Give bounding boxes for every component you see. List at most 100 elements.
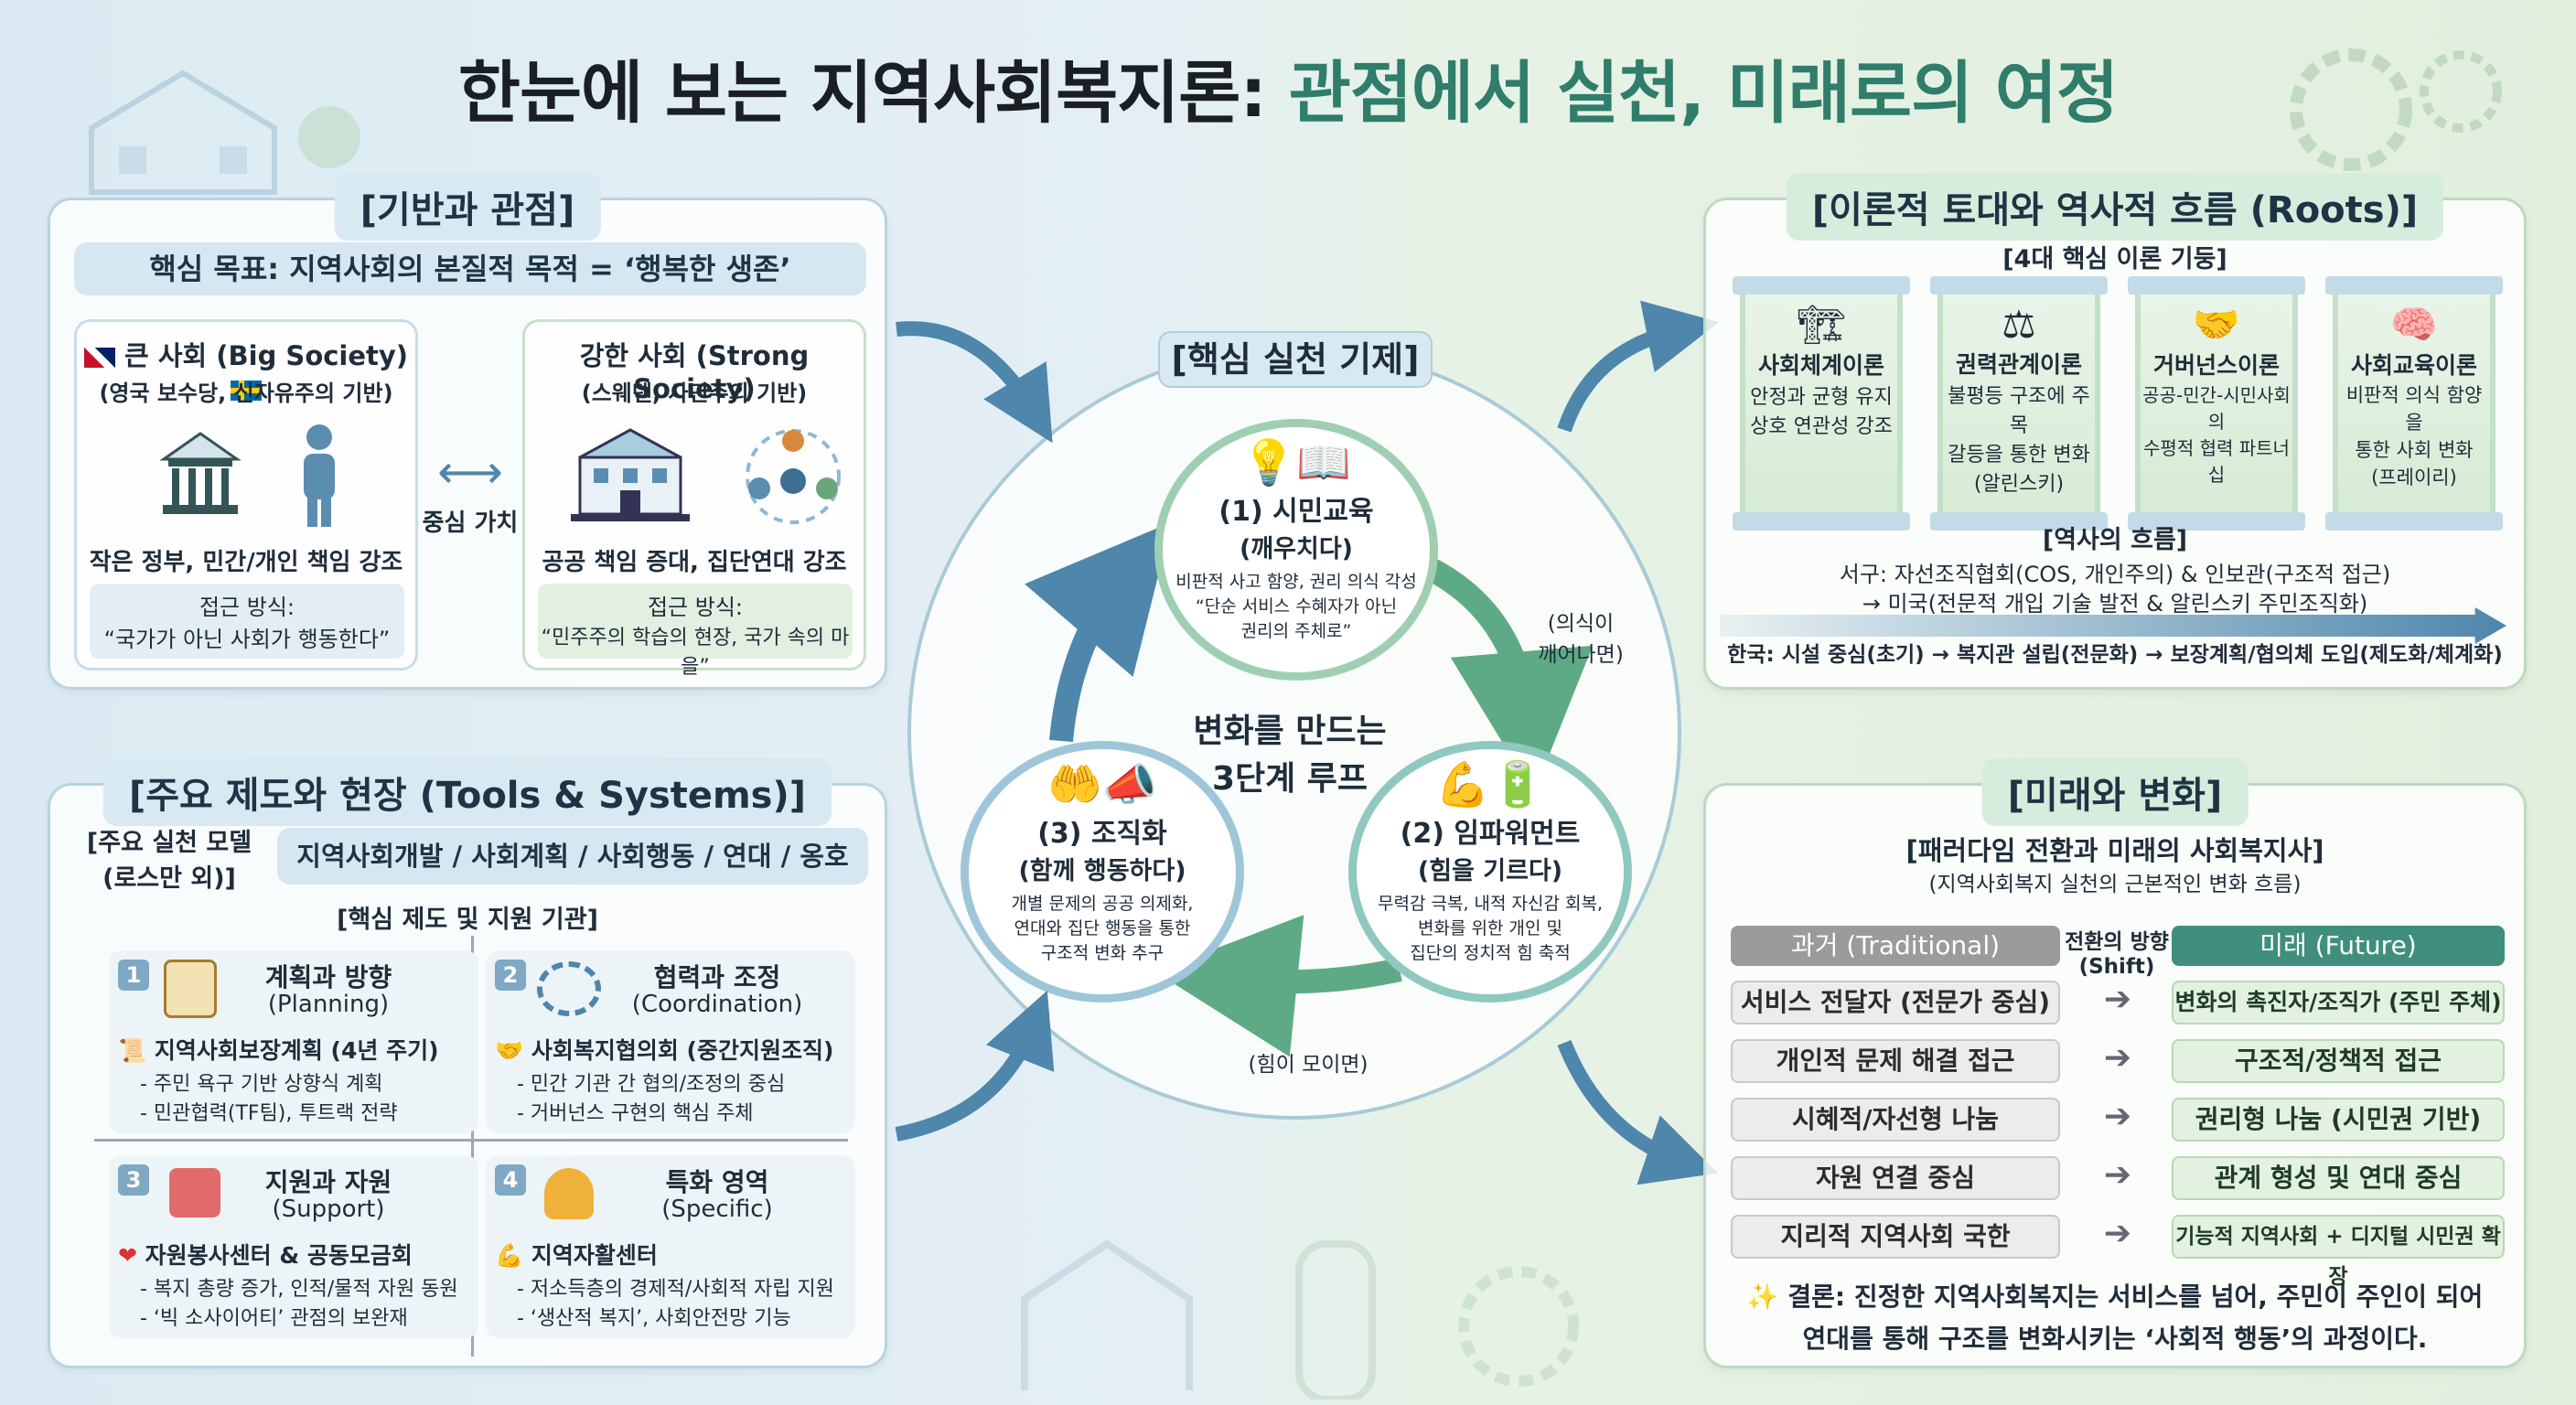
quadrant-number: 2 [495,960,526,991]
history-korea: 한국: 시설 중심(초기) → 복지관 설립(전문화) → 보장계획/협의체 도… [1727,643,2503,667]
pillars-title: [4대 핵심 이론 기둥] [2002,245,2227,273]
node1-desc3: 권리의 주체로” [1240,621,1352,641]
big-society-approach-box: 접근 방식: “국가가 아닌 사회가 행동한다” [90,584,404,659]
node3-desc3: 구조적 변화 추구 [1040,943,1165,963]
future-row: 구조적/정책적 접근 [2172,1039,2505,1083]
quadrant-specific: 4 특화 영역 (Specific) 💪 지역자활센터 - 저소득층의 경제적/… [486,1155,855,1338]
brain-icon: 🧠 [2389,302,2439,347]
muscle-icon: 💪 [495,1242,531,1269]
sparkle-icon: ✨ [1746,1282,1788,1312]
shift-arrow-icon: ➔ [2103,1039,2132,1077]
shift-arrow-icon: ➔ [2103,1215,2132,1252]
quadrant-bullet2: - ‘빅 소사이어티’ 관점의 보완재 [140,1307,408,1330]
quadrant-number: 4 [495,1164,526,1196]
heart-icon: ❤ [118,1242,145,1269]
node-organizing: 🤲📣 (3) 조직화 (함께 행동하다) 개별 문제의 공공 의제화, 연대와 … [961,741,1244,1003]
pillar-governance: 🤝 거버넌스이론 공공-민간-시민사회의 수평적 협력 파트너십 [2128,276,2305,531]
title-part1: 한눈에 보는 지역사회복지론: [457,54,1267,133]
paradigm-title: [패러다임 전환과 미래의 사회복지사] [1905,835,2324,866]
node2-desc2: 변화를 위한 개인 및 [1418,918,1562,938]
node1-title: (1) 시민교육 [1218,496,1374,528]
past-header: 과거 (Traditional) [1731,926,2060,966]
worker-icon [544,1168,594,1219]
conclusion-line2: 연대를 통해 구조를 변화시키는 ‘사회적 행동’의 과정이다. [1802,1324,2428,1354]
roots-title: [이론적 토대와 역사적 흐름 (Roots)] [1786,173,2444,241]
pillar-line1: 불평등 구조에 주목 [1948,385,2090,437]
central-value: ⟷ 중심 가치 [420,449,521,538]
scroll-compass-icon [164,960,217,1018]
future-row: 변화의 촉진자/조직가 (주민 주체) [2172,981,2505,1024]
big-society-title: 큰 사회 (Big Society) [77,335,415,404]
node3-desc2: 연대와 집단 행동을 통한 [1014,918,1191,938]
pillar-name: 사회교육이론 [2350,352,2477,379]
quadrant-planning: 1 계획과 방향 (Planning) 📜 지역사회보장계획 (4년 주기) -… [109,950,478,1133]
node-civic-education: 💡📖 (1) 시민교육 (깨우치다) 비판적 사고 함양, 권리 의식 각성 “… [1154,419,1438,681]
quadrant-title: 특화 영역 [665,1167,769,1197]
big-society-desc: 작은 정부, 민간/개인 책임 강조 [89,549,403,576]
quadrant-item: 📜 지역사회보장계획 (4년 주기) [118,1037,439,1064]
quadrant-item: 💪 지역자활센터 [495,1242,658,1269]
quadrant-bullet1: - 주민 욕구 기반 상향식 계획 [140,1073,383,1096]
quadrant-support: 3 지원과 자원 (Support) ❤ 자원봉사센터 & 공동모금회 - 복지… [109,1155,478,1338]
handshake-icon: 🤝 [2192,302,2241,347]
quadrant-vertical-axis [471,936,474,1357]
crane-icon: 🏗 [1797,302,1846,347]
pillar-social-education: 🧠 사회교육이론 비판적 의식 함양을 통한 사회 변화 (프레이리) [2325,276,2503,531]
quadrant-english: (Support) [272,1196,385,1223]
core-goal: 핵심 목표: 지역사회의 본질적 목적 = ‘행복한 생존’ [74,242,866,295]
pillar-line1: 비판적 의식 함양을 [2345,384,2483,434]
history-title: [역사의 흐름] [2042,526,2188,554]
pillar-line3: (알린스키) [1973,473,2065,496]
foundation-title: [기반과 관점] [334,173,601,241]
foundation-panel: [기반과 관점] 핵심 목표: 지역사회의 본질적 목적 = ‘행복한 생존’ … [48,173,887,690]
house-hands-decoration [89,70,360,195]
pillar-line2: 통한 사회 변화 [2355,439,2474,461]
big-society-subtitle: (영국 보수당, 신자유주의 기반) [99,381,393,406]
past-row: 서비스 전달자 (전문가 중심) [1731,981,2060,1024]
public-building-icon [571,428,690,521]
outer-arrows [895,300,1720,1185]
lightbulb-book-icon: 💡📖 [1241,437,1351,488]
model-label: [주요 실천 모델 (로스만 외)] [86,829,252,893]
pillar-name: 거버넌스이론 [2152,352,2280,379]
pillar-line1: 안정과 균형 유지 [1750,386,1893,409]
conclusion-line1: 결론: 진정한 지역사회복지는 서비스를 넘어, 주민이 주인이 되어 [1787,1282,2484,1312]
big-society-box: 큰 사회 (Big Society) (영국 보수당, 신자유주의 기반) 작은… [74,319,418,670]
quadrant-english: (Coordination) [631,991,803,1018]
past-row: 시혜적/자선형 나눔 [1731,1098,2060,1142]
quadrant-number: 1 [118,960,149,991]
node1-desc1: 비판적 사고 함양, 권리 의식 각성 [1175,572,1417,592]
past-row: 자원 연결 중심 [1731,1156,2060,1200]
node3-desc1: 개별 문제의 공공 의제화, [1011,894,1194,914]
quadrant-bullet1: - 민간 기관 간 협의/조정의 중심 [517,1073,786,1096]
node-empowerment: 💪🔋 (2) 임파워먼트 (힘을 기르다) 무력감 극복, 내적 자신감 회복,… [1348,741,1632,1003]
pillar-line2: 갈등을 통한 변화 [1948,444,2090,467]
government-building-icon [159,432,242,514]
handshake-icon: 🤝 [495,1037,531,1064]
strong-society-title: 강한 사회 (Strong Society) [579,340,810,404]
page-title: 한눈에 보는 지역사회복지론: 관점에서 실천, 미래로의 여정 [0,38,2576,136]
hands-megaphone-icon: 🤲📣 [1047,759,1157,810]
node3-sub: (함께 행동하다) [1018,857,1186,885]
document-icon: 📜 [118,1037,155,1064]
loop-arrows [1025,521,1592,1057]
big-society-approach-label: 접근 방식: [199,595,295,620]
conclusion: ✨ 결론: 진정한 지역사회복지는 서비스를 넘어, 주민이 주인이 되어 연대… [1720,1277,2510,1356]
shift-arrow-icon: ➔ [2103,1156,2132,1194]
quadrant-bullet1: - 복지 총량 증가, 인적/물적 자원 동원 [140,1278,458,1301]
node2-title: (2) 임파워먼트 [1400,818,1581,850]
quadrant-bullet1: - 저소득층의 경제적/사회적 자립 지원 [517,1278,834,1301]
pillar-name: 권력관계이론 [1955,351,2082,378]
quadrant-english: (Planning) [267,991,390,1018]
quadrant-title: 계획과 방향 [264,962,392,992]
quadrant-item: 🤝 사회복지협의회 (중간지원조직) [495,1037,834,1064]
double-arrow-icon: ⟷ [437,445,503,499]
muscle-battery-icon: 💪🔋 [1435,759,1545,810]
node2-sub: (힘을 기르다) [1417,857,1563,885]
strong-society-approach: “민주주의 학습의 현장, 국가 속의 마을” [541,627,850,679]
pillar-line3: (프레이리) [2371,467,2457,488]
quadrant-bullet2: - ‘생산적 복지’, 사회안전망 기능 [517,1307,791,1330]
pillar-name: 사회체계이론 [1757,352,1884,379]
strong-society-desc: 공공 책임 증대, 집단연대 강조 [542,549,847,576]
pillar-line1: 공공-민간-시민사회의 [2142,384,2291,433]
